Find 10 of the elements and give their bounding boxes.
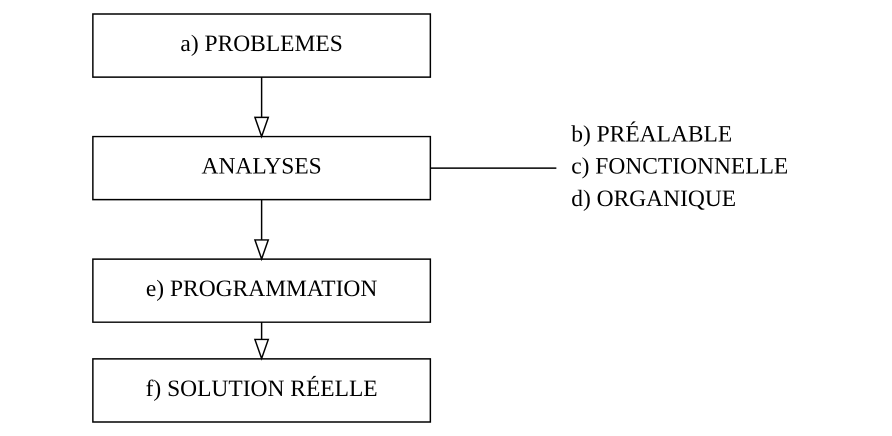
node-box: e) PROGRAMMATION (92, 258, 431, 323)
node-box: ANALYSES (92, 136, 431, 200)
node-box: a) PROBLEMES (92, 13, 431, 78)
arrow (253, 77, 269, 139)
label: d) ORGANIQUE (570, 186, 736, 212)
label: c) FONCTIONNELLE (570, 154, 788, 180)
node-box: f) SOLUTION RÉELLE (92, 358, 431, 423)
label: b) PRÉALABLE (570, 121, 732, 148)
arrow (253, 200, 269, 262)
arrow (253, 322, 269, 361)
